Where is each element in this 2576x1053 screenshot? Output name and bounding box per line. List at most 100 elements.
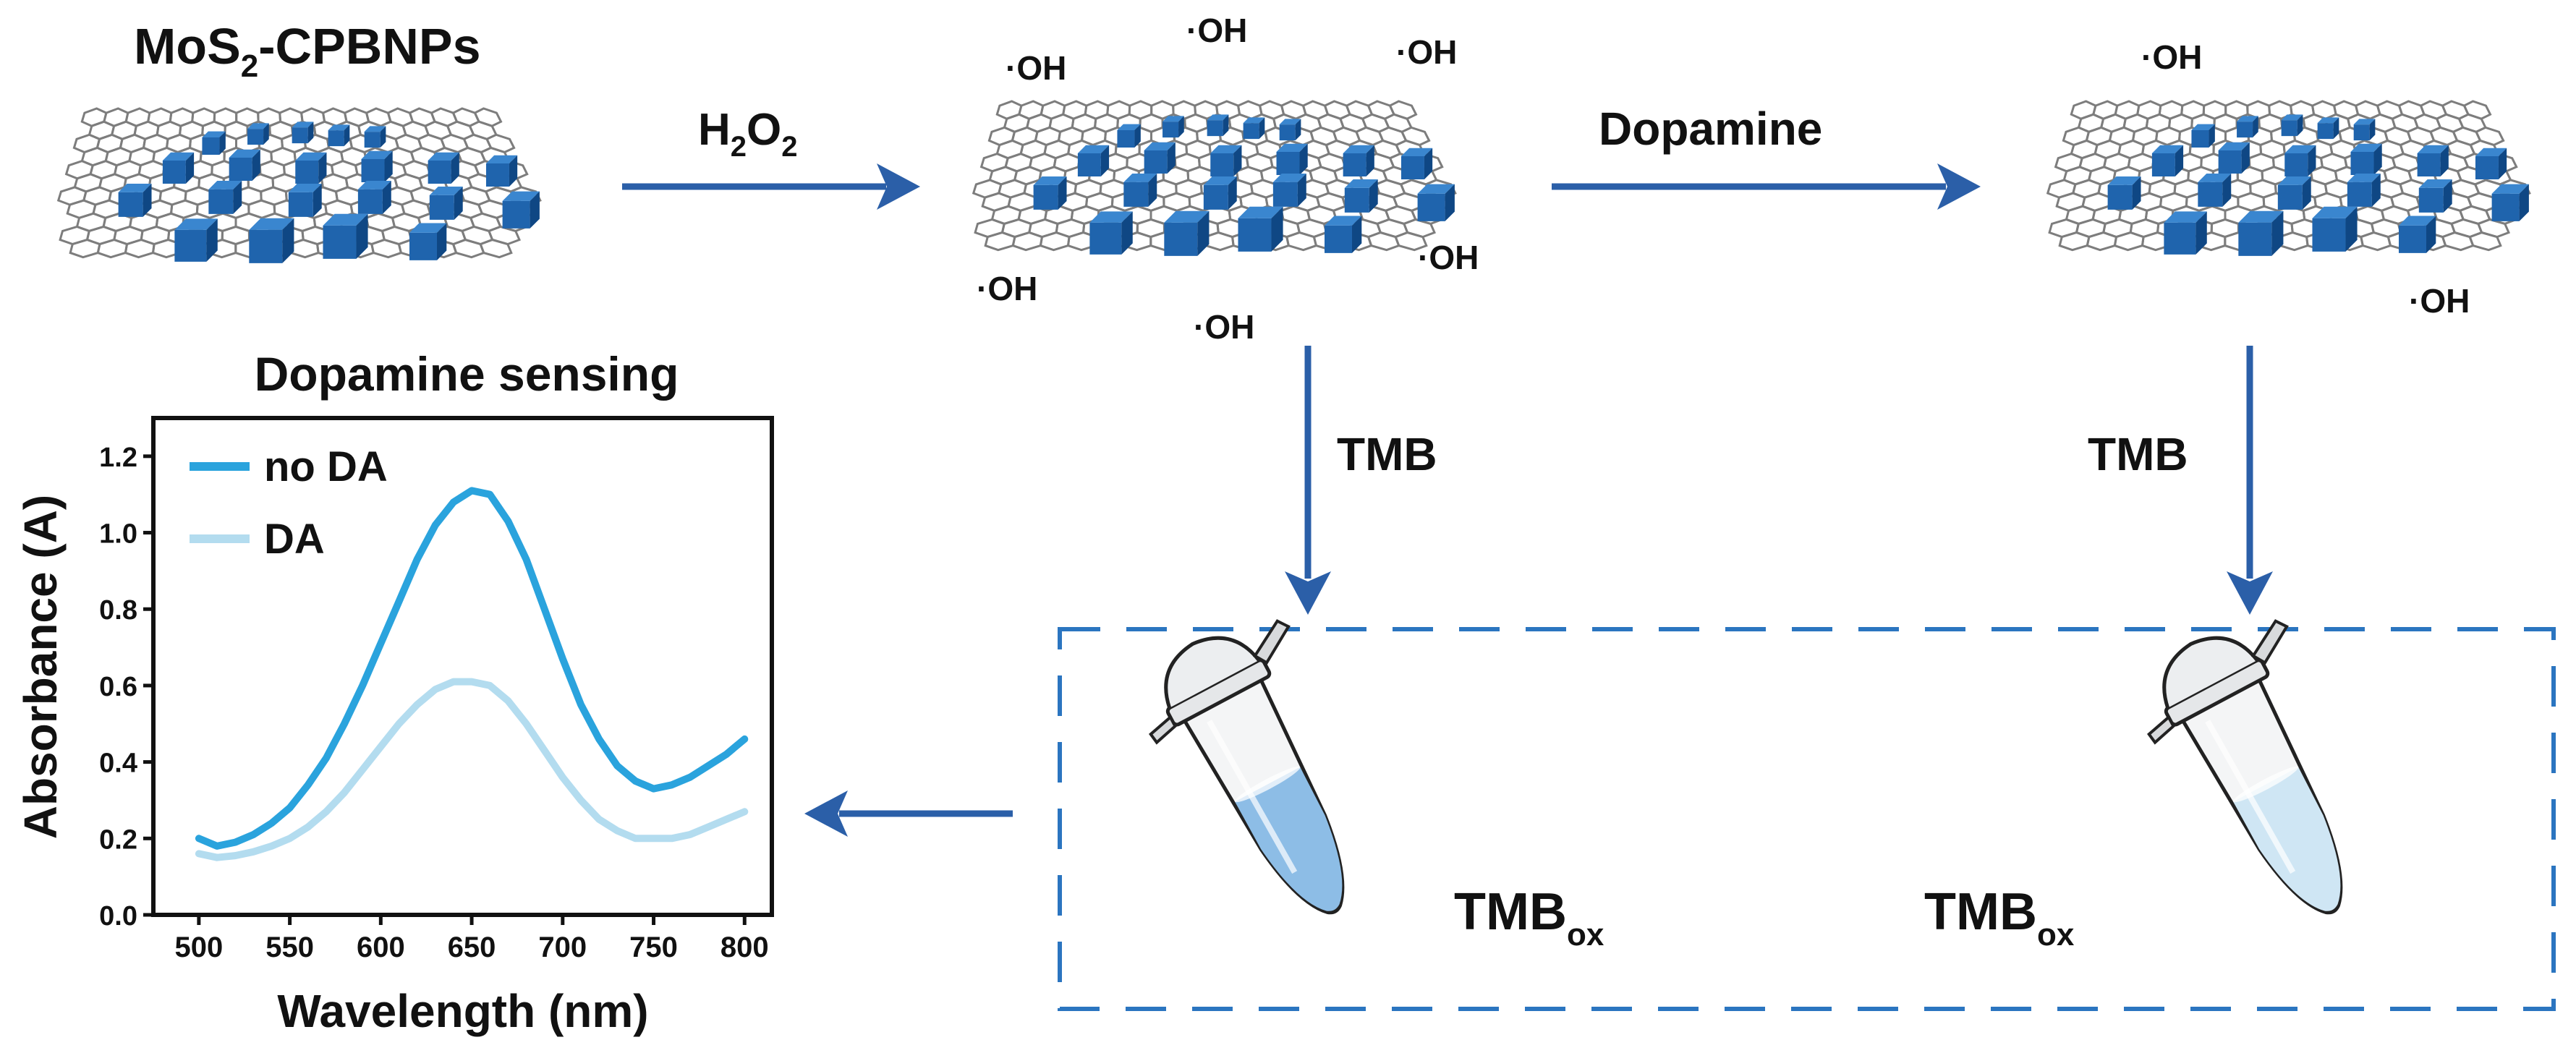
x-tick-label: 600	[357, 932, 405, 963]
cap-hinge	[1252, 619, 1291, 665]
nanocube	[1243, 117, 1265, 140]
x-tick-label: 750	[629, 932, 678, 963]
lattice-hex	[80, 107, 108, 127]
y-tick-label: 0.2	[99, 824, 137, 855]
y-tick-label: 1.0	[99, 519, 137, 550]
lattice-hex	[2062, 126, 2091, 147]
radical-label: ·OH	[1186, 12, 1247, 49]
x-tick-label: 550	[265, 932, 314, 963]
nanocube	[295, 152, 327, 184]
lattice-hex	[72, 133, 101, 154]
nanocube	[1400, 148, 1433, 179]
h2o2-arrow	[622, 163, 920, 210]
microcentrifuge-tube-icon	[2147, 619, 2343, 915]
lattice-hex	[984, 231, 1016, 252]
tube-highlight	[2205, 720, 2296, 874]
lattice-hex	[487, 225, 522, 246]
lattice-hex	[1388, 100, 1418, 120]
nanocube	[174, 218, 218, 262]
nanocube	[2151, 145, 2184, 176]
y-tick-label: 0.4	[99, 749, 137, 779]
lattice-hex	[1394, 231, 1428, 252]
tube-cap	[2162, 636, 2259, 709]
chart-series	[195, 487, 749, 861]
legend-label: DA	[264, 516, 325, 563]
nanocube	[2107, 176, 2141, 210]
lattice-hex	[2086, 231, 2118, 252]
lattice-hex	[289, 238, 320, 259]
nanocube	[428, 152, 459, 184]
lattice-hex	[2054, 152, 2083, 173]
nanocube	[288, 184, 322, 217]
lattice-hex	[370, 238, 403, 259]
lattice-hex	[2475, 126, 2505, 147]
series-line-no-da	[195, 487, 749, 850]
lattice-hex	[2113, 231, 2145, 252]
lattice-hex	[1400, 126, 1431, 147]
chart-frame	[151, 416, 774, 917]
mos2-sheet-after-dopamine	[2046, 100, 2531, 256]
radical-label: ·OH	[977, 270, 1037, 307]
catalyst-label: MoS2-CPBNPs	[134, 18, 481, 84]
lattice-hex	[2468, 231, 2502, 252]
nanocube	[2312, 206, 2358, 252]
nanocube	[1210, 145, 1242, 176]
x-tick-label: 500	[174, 932, 223, 963]
lattice-hex	[1204, 231, 1235, 252]
nanocube	[247, 123, 269, 145]
tube-cap	[1164, 636, 1261, 709]
y-tick-label: 1.2	[99, 443, 137, 473]
h2o2-label: H2O2	[698, 105, 798, 163]
nanocube	[2191, 124, 2215, 148]
radical-label: ·OH	[1418, 239, 1479, 276]
nanocube	[162, 152, 195, 184]
series-line-da	[195, 678, 749, 861]
nanocube	[118, 184, 152, 217]
nanocube	[202, 131, 226, 155]
nanocube	[1417, 184, 1455, 221]
nanocube	[361, 150, 393, 182]
radical-label: ·OH	[2409, 282, 2470, 320]
result-to-chart-arrow	[804, 790, 1013, 837]
lattice-hex	[479, 238, 513, 259]
lattice-hex	[2476, 218, 2511, 239]
x-tick-label: 800	[720, 932, 769, 963]
tube-highlight	[1207, 720, 1298, 874]
radical-labels-sheet2: ·OH ·OH ·OH ·OH ·OH ·OH	[977, 12, 1479, 346]
nanocube	[1164, 210, 1210, 256]
radical-label: ·OH	[2141, 38, 2202, 76]
lattice-hex	[96, 238, 129, 259]
lattice-hex	[2278, 231, 2309, 252]
mos2-sheet-with-radicals	[972, 100, 1457, 256]
nanocube	[2198, 174, 2232, 207]
lattice-hex	[995, 100, 1023, 120]
nanocube	[1238, 206, 1283, 252]
nanocube	[2237, 116, 2258, 138]
nanocube	[364, 126, 386, 148]
nanocube	[2399, 216, 2436, 253]
nanocube	[1144, 142, 1176, 174]
nanocube	[2284, 145, 2316, 176]
nanocube	[2218, 142, 2250, 174]
tube-liquid	[1235, 767, 1343, 911]
lattice-hex	[987, 126, 1016, 147]
lattice-hex	[1011, 231, 1044, 252]
nanocube	[229, 149, 260, 182]
lattice-hex	[1039, 231, 1071, 252]
x-axis-label: Wavelength (nm)	[277, 985, 648, 1037]
chart-title: Dopamine sensing	[255, 347, 679, 401]
cap-hinge	[2250, 619, 2289, 665]
nanocube	[1343, 145, 1374, 176]
nanocube	[1162, 116, 1184, 138]
nanocube	[323, 213, 368, 259]
y-tick-label: 0.6	[99, 672, 137, 702]
radical-label: ·OH	[1006, 49, 1066, 87]
tmb-arrow-right	[2227, 346, 2273, 615]
nanocube	[1089, 211, 1133, 255]
nanocube	[2417, 145, 2449, 176]
nanocube	[2238, 210, 2284, 256]
lattice-hex	[979, 152, 1009, 173]
tmbox-label-left: TMBox	[1454, 883, 1604, 952]
